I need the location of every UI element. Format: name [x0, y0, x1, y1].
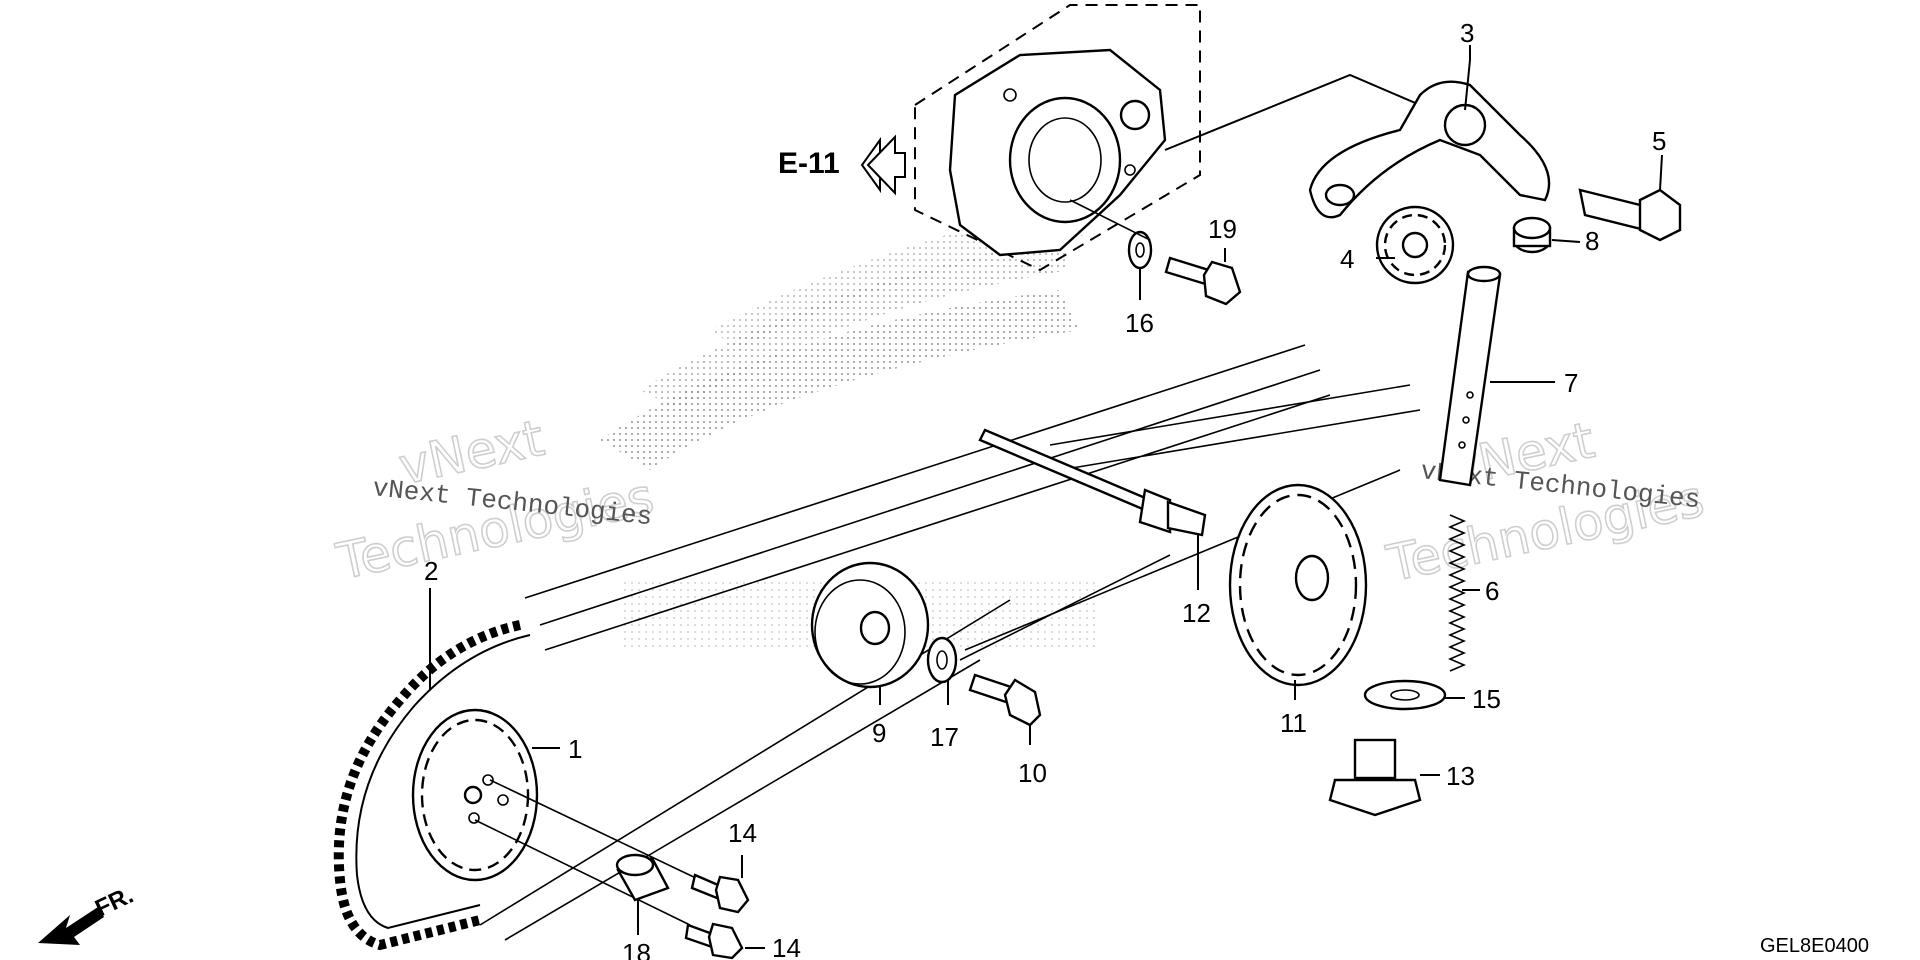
callout-3: 3 [1460, 18, 1474, 48]
drawing-code: GEL8E0400 [1760, 935, 1869, 957]
callout-labels: 1 2 3 4 5 6 7 8 9 10 11 12 13 14 14 15 1… [424, 18, 1666, 960]
callout-2: 2 [424, 556, 438, 586]
callout-14-upper: 14 [728, 818, 757, 848]
part-9-guide-roller[interactable] [810, 561, 930, 705]
callout-16: 16 [1125, 308, 1154, 338]
callout-6: 6 [1485, 576, 1499, 606]
part-14-bolt-upper[interactable] [690, 855, 750, 914]
callout-7: 7 [1564, 368, 1578, 398]
part-6-spring[interactable] [1447, 514, 1480, 672]
part-5-bolt[interactable] [1578, 154, 1682, 242]
part-19-bolt[interactable] [1164, 248, 1242, 306]
part-15-washer[interactable] [1363, 679, 1465, 711]
part-1-drive-sprocket[interactable] [411, 708, 701, 926]
callout-9: 9 [872, 718, 886, 748]
left-arrow-outline-icon [866, 134, 906, 196]
part-12-shaft[interactable] [978, 428, 1207, 590]
part-2-chain[interactable] [333, 588, 531, 951]
front-arrow-icon [38, 907, 104, 945]
reference-arrow-e11[interactable]: E-11 [778, 134, 906, 196]
part-10-bolt[interactable] [968, 673, 1042, 745]
part-14-bolt-lower[interactable] [684, 922, 765, 960]
part-11-large-sprocket[interactable] [1228, 483, 1368, 700]
callout-8: 8 [1585, 226, 1599, 256]
callout-1: 1 [568, 734, 582, 764]
callout-18: 18 [622, 938, 651, 960]
part-8-collar[interactable] [1512, 216, 1581, 254]
callout-4: 4 [1340, 244, 1354, 274]
callout-12: 12 [1182, 598, 1211, 628]
part-16-washer[interactable] [1069, 199, 1153, 300]
callout-19: 19 [1208, 214, 1237, 244]
part-7-push-rod[interactable] [1438, 265, 1555, 487]
part-18-collar[interactable] [615, 853, 670, 935]
callout-17: 17 [930, 722, 959, 752]
crankcase-assembly [914, 4, 1421, 272]
part-13-sealing-bolt[interactable] [1328, 738, 1440, 817]
guide-lines [479, 344, 1421, 941]
part-4-small-sprocket[interactable] [1375, 205, 1455, 285]
part-17-washer[interactable] [926, 636, 958, 705]
callout-10: 10 [1018, 758, 1047, 788]
front-direction-indicator: FR. [38, 882, 138, 945]
callout-15: 15 [1472, 684, 1501, 714]
reference-label: E-11 [778, 147, 840, 180]
callout-13: 13 [1446, 761, 1475, 791]
callout-11: 11 [1280, 708, 1307, 738]
part-3-tensioner-arm[interactable] [1308, 45, 1551, 219]
callout-5: 5 [1652, 126, 1666, 156]
callout-14-lower: 14 [772, 933, 801, 960]
